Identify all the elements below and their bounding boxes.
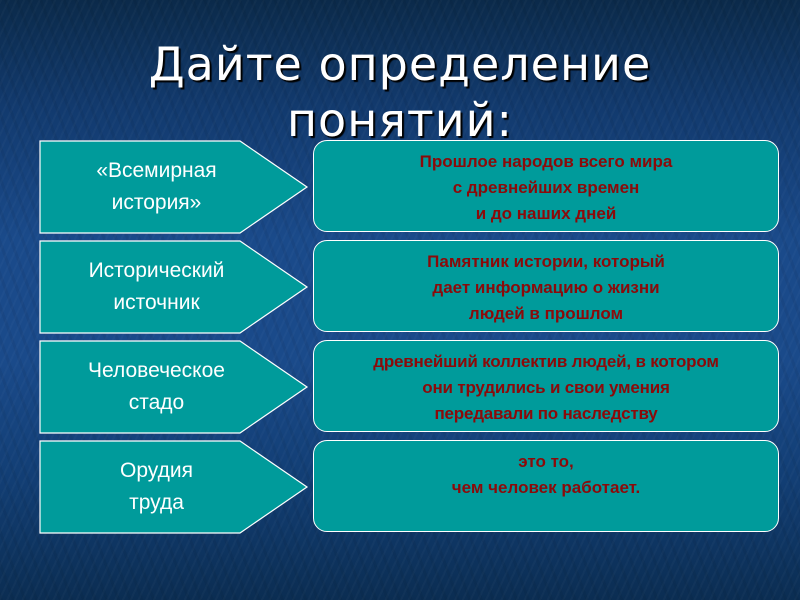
slide-title: Дайте определение понятий:	[0, 36, 800, 148]
definition-box-human-herd[interactable]: древнейший коллектив людей, в котором он…	[313, 340, 779, 432]
concept-row-3: Человеческое стадо древнейший коллектив …	[0, 340, 800, 434]
concept-row-1: «Всемирная история» Прошлое народов всег…	[0, 140, 800, 234]
definition-text: это то, чем человек работает.	[451, 452, 641, 497]
term-label: Орудия труда	[120, 459, 193, 514]
term-label: Человеческое стадо	[88, 359, 225, 414]
definition-text: древнейший коллектив людей, в котором он…	[373, 352, 719, 423]
definition-box-world-history[interactable]: Прошлое народов всего мира с древнейших …	[313, 140, 779, 232]
pentagon-arrow-shape	[39, 240, 309, 334]
pentagon-arrow-shape	[39, 440, 309, 534]
concept-row-4: Орудия труда это то, чем человек работае…	[0, 440, 800, 534]
pentagon-arrow-shape	[39, 140, 309, 234]
term-arrow-human-herd[interactable]: Человеческое стадо	[39, 340, 309, 434]
term-arrow-world-history[interactable]: «Всемирная история»	[39, 140, 309, 234]
definition-box-historical-source[interactable]: Памятник истории, который дает информаци…	[313, 240, 779, 332]
concept-row-2: Исторический источник Памятник истории, …	[0, 240, 800, 334]
definition-text: Памятник истории, который дает информаци…	[427, 252, 665, 323]
term-label: Исторический источник	[88, 259, 225, 314]
term-label: «Всемирная история»	[96, 159, 217, 214]
slide-title-line-1: Дайте определение	[148, 37, 652, 91]
definition-box-tools-of-labor[interactable]: это то, чем человек работает.	[313, 440, 779, 532]
pentagon-arrow-shape	[39, 340, 309, 434]
slide-title-line-2: понятий:	[286, 93, 514, 147]
definition-text: Прошлое народов всего мира с древнейших …	[419, 152, 673, 223]
term-arrow-historical-source[interactable]: Исторический источник	[39, 240, 309, 334]
term-arrow-tools-of-labor[interactable]: Орудия труда	[39, 440, 309, 534]
